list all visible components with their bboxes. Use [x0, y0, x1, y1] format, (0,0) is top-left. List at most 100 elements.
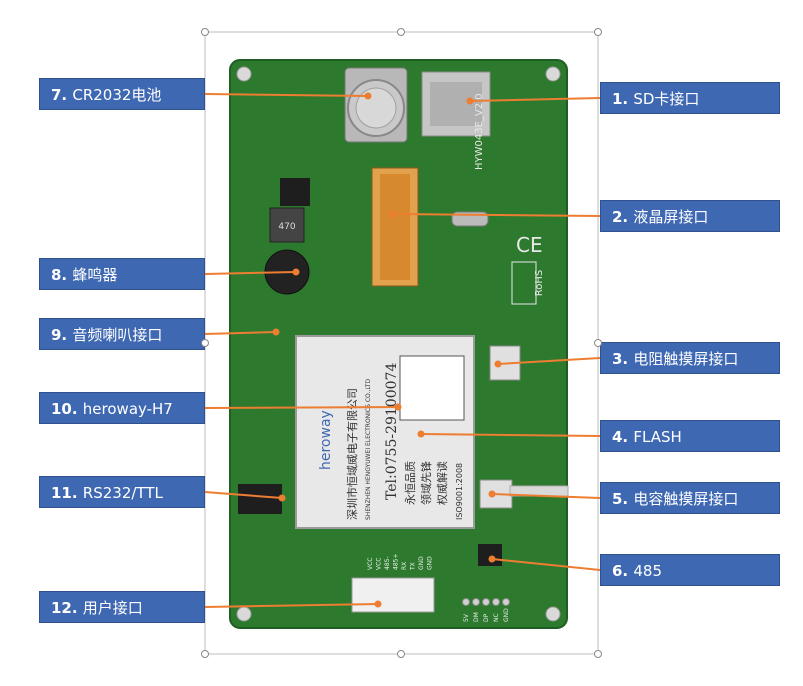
callout-text: 液晶屏接口 [633, 208, 709, 226]
module-tel: Tel:0755-29100074 [384, 363, 400, 500]
callout-number: 2. [612, 208, 634, 226]
header-hole [492, 598, 500, 606]
callout-number: 9. [51, 326, 73, 344]
connector-pin-label: VCC [367, 558, 374, 570]
callout-text: heroway-H7 [82, 400, 173, 418]
callout-left-6: 12. 用户接口 [39, 591, 205, 623]
callout-number: 6. [612, 562, 634, 580]
header-hole [462, 598, 470, 606]
rs485-ic [478, 544, 502, 566]
leader-line [491, 558, 601, 571]
rs232-ic [238, 484, 282, 514]
leader-line [204, 603, 379, 608]
leader-line [497, 357, 601, 365]
header-holes [462, 598, 510, 606]
module-slogan: 领域先锋 [420, 461, 433, 505]
leader-line [391, 213, 601, 217]
header-hole [502, 598, 510, 606]
connector-pin-label: GND [418, 556, 425, 570]
leader-line [204, 491, 283, 499]
selection-handle[interactable] [594, 650, 602, 658]
callout-left-4: 10. heroway-H7 [39, 392, 205, 424]
selection-handle[interactable] [594, 28, 602, 36]
header-hole [482, 598, 490, 606]
callout-text: 电容触摸屏接口 [633, 490, 739, 508]
module-iso: ISO9001:2008 [455, 463, 464, 520]
connector-pin-label: TX [410, 562, 417, 571]
selection-handle[interactable] [201, 28, 209, 36]
module-brand: heroway [318, 410, 334, 470]
callout-number: 12. [51, 599, 83, 617]
leader-dot [388, 210, 396, 218]
callout-text: 蜂鸣器 [72, 266, 118, 284]
leader-dot [364, 92, 372, 100]
selection-handle[interactable] [397, 650, 405, 658]
module-company-en: SHENZHEN HENGYUWEI ELECTRONICS CO.,LTD [365, 378, 372, 520]
qr-code [399, 355, 465, 421]
user-pin-label: GND [503, 608, 510, 622]
inductor-label: 470 [278, 222, 295, 232]
leader-dot [278, 494, 286, 502]
callout-text: CR2032电池 [72, 86, 162, 104]
board-model: HYW043E_V2.0 [474, 93, 485, 170]
mount-hole [545, 66, 561, 82]
callout-number: 10. [51, 400, 83, 418]
callout-right-3: 3. 电阻触摸屏接口 [600, 342, 780, 374]
ic-chip [280, 178, 310, 206]
callout-number: 5. [612, 490, 634, 508]
leader-dot [374, 600, 382, 608]
callout-right-2: 2. 液晶屏接口 [600, 200, 780, 232]
selection-handle[interactable] [201, 650, 209, 658]
leader-line [204, 93, 369, 97]
user-pin-label: NC [493, 613, 500, 622]
header-hole [472, 598, 480, 606]
selection-handle[interactable] [594, 339, 602, 347]
callout-left-5: 11. RS232/TTL [39, 476, 205, 508]
callout-right-1: 1. SD卡接口 [600, 82, 780, 114]
leader-line [491, 493, 601, 499]
callout-number: 11. [51, 484, 83, 502]
leader-line [204, 271, 297, 275]
leader-dot [272, 328, 280, 336]
callout-text: 电阻触摸屏接口 [633, 350, 739, 368]
connector-pin-label: 485+ [393, 554, 400, 570]
callout-text: 音频喇叭接口 [72, 326, 163, 344]
leader-dot [292, 268, 300, 276]
selection-handle[interactable] [201, 339, 209, 347]
callout-text: SD卡接口 [633, 90, 700, 108]
callout-number: 1. [612, 90, 634, 108]
leader-lines [204, 92, 601, 608]
callout-right-4: 4. FLASH [600, 420, 780, 452]
mount-hole [545, 606, 561, 622]
callout-text: RS232/TTL [82, 484, 163, 502]
callout-number: 8. [51, 266, 73, 284]
selection-handle[interactable] [397, 28, 405, 36]
leader-line [469, 97, 601, 102]
leader-dot [417, 430, 425, 438]
module-company-cn: 深圳市恒域威电子有限公司 [345, 388, 359, 520]
leader-dot [494, 360, 502, 368]
mount-hole [236, 606, 252, 622]
leader-dot [466, 97, 474, 105]
module-slogan: 权威解读 [435, 461, 449, 505]
callout-right-6: 6. 485 [600, 554, 780, 586]
mount-hole [236, 66, 252, 82]
connector-pin-label: GND [427, 556, 434, 570]
connector-pin-label: VCC [376, 558, 383, 570]
connector-pin-label: RX [401, 562, 408, 570]
callout-left-3: 9. 音频喇叭接口 [39, 318, 205, 350]
module-slogan: 永恒品质 [403, 461, 417, 505]
callout-number: 7. [51, 86, 73, 104]
callout-right-5: 5. 电容触摸屏接口 [600, 482, 780, 514]
module-slogans: 永恒品质领域先锋权威解读 [403, 461, 449, 505]
callout-left-1: 7. CR2032电池 [39, 78, 205, 110]
leader-line [204, 406, 399, 409]
leader-dot [488, 490, 496, 498]
inductor [269, 207, 305, 243]
callout-number: 3. [612, 350, 634, 368]
leader-line [420, 433, 601, 437]
ce-mark: CE [516, 233, 543, 257]
user-pin-label: 5V [463, 613, 470, 622]
